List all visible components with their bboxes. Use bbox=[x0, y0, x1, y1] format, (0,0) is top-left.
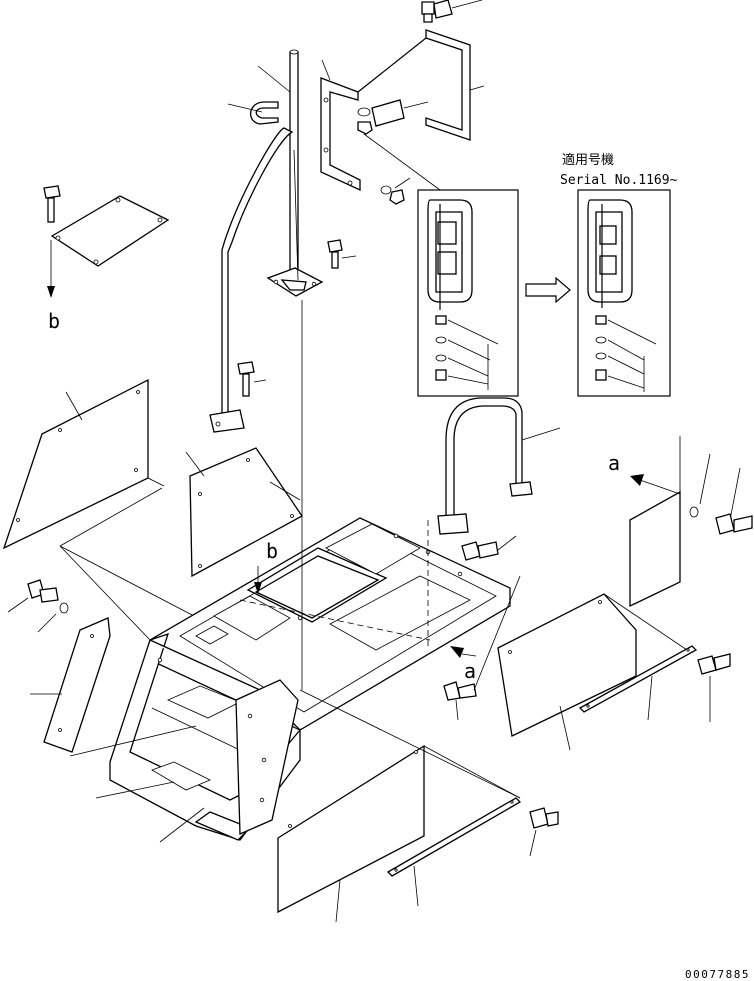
vertical-pole bbox=[266, 49, 324, 297]
view-a-arrow-right bbox=[630, 474, 681, 495]
detail-box-new bbox=[577, 189, 671, 397]
step-frame bbox=[109, 632, 301, 841]
view-b-arrow-center bbox=[254, 566, 262, 594]
view-b-label-center: b bbox=[266, 539, 278, 563]
side-panel-right bbox=[497, 593, 731, 751]
bottom-panel bbox=[277, 744, 559, 923]
cover-plate-a bbox=[629, 436, 753, 608]
leader-lines-rail bbox=[227, 65, 291, 113]
pole-bolt bbox=[327, 239, 357, 269]
applicable-serial-heading: 適用号機 bbox=[562, 152, 614, 168]
view-b-label-top: b bbox=[48, 309, 60, 333]
handrail bbox=[209, 127, 294, 433]
u-bolt bbox=[250, 101, 279, 125]
assembly-centerlines bbox=[59, 300, 521, 799]
bolt-top bbox=[421, 0, 453, 23]
front-bolts bbox=[443, 535, 521, 721]
step-deck bbox=[149, 517, 511, 731]
cover-plate-b bbox=[43, 185, 170, 298]
grab-rail-right bbox=[437, 397, 561, 535]
side-plate-left-small bbox=[185, 447, 303, 578]
nut-washer-pair bbox=[357, 99, 405, 205]
applicable-serial-range: Serial No.1169~ bbox=[560, 173, 678, 188]
side-plate-left-large bbox=[2, 378, 165, 550]
handrail-bolt bbox=[237, 361, 267, 397]
view-a-label-center: a bbox=[464, 659, 476, 683]
leader-lines-top bbox=[321, 0, 485, 191]
view-a-arrow-center bbox=[450, 646, 477, 658]
view-a-label-right: a bbox=[608, 451, 620, 475]
replacement-arrow bbox=[525, 276, 571, 304]
figure-number: 00077885 bbox=[685, 968, 750, 981]
mirror-bracket-top bbox=[320, 29, 471, 192]
front-plate-left bbox=[7, 579, 205, 843]
detail-box-current bbox=[417, 189, 519, 397]
